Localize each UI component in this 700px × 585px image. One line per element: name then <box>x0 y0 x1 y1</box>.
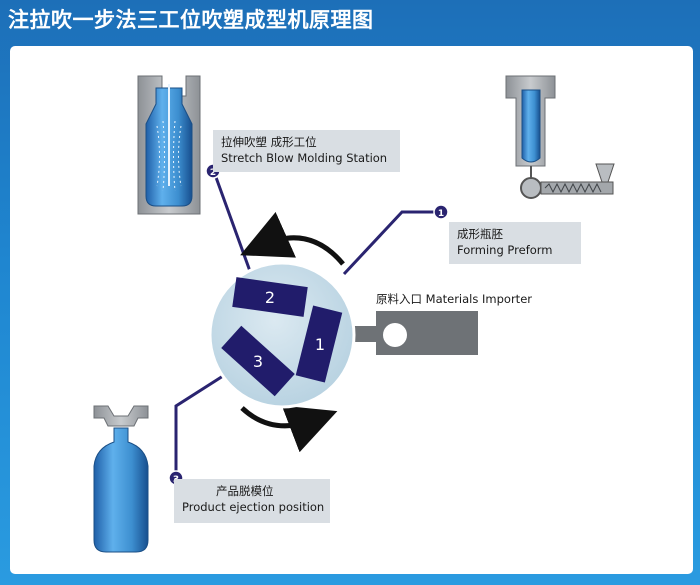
badge-1: 1 <box>433 204 449 220</box>
station-3-label-zh: 产品脱模位 <box>216 484 274 498</box>
station-3-label-en: Product ejection position <box>182 500 325 514</box>
screw-head <box>520 177 542 199</box>
hopper <box>595 163 615 183</box>
station-2-label-en: Stretch Blow Molding Station <box>221 151 388 165</box>
screw-thread <box>544 182 602 194</box>
importer-port <box>383 323 407 347</box>
leader-line-2 <box>211 168 253 275</box>
injection-mold-illustration <box>505 75 615 199</box>
slot-1: 1 <box>295 305 343 383</box>
leader-line-1 <box>342 210 436 276</box>
slot-3-number: 3 <box>253 352 263 371</box>
preform <box>521 89 541 163</box>
air-flow-lines <box>156 120 182 192</box>
station-1-label: 成形瓶胚 Forming Preform <box>449 222 581 264</box>
station-3-label: 产品脱模位 Product ejection position <box>174 479 330 523</box>
finished-bottle <box>93 427 149 553</box>
page-title: 注拉吹一步法三工位吹塑成型机原理图 <box>8 8 374 32</box>
station-1-label-en: Forming Preform <box>457 243 553 257</box>
materials-importer-label: 原料入口 Materials Importer <box>376 292 532 306</box>
station-2-label-zh: 拉伸吹塑 成形工位 <box>221 135 317 149</box>
importer-connector <box>350 326 380 342</box>
station-2-label: 拉伸吹塑 成形工位 Stretch Blow Molding Station <box>213 130 400 172</box>
slot-1-number: 1 <box>315 335 325 354</box>
blow-mold-illustration <box>137 75 201 215</box>
ejection-gripper <box>93 405 149 427</box>
station-1-label-zh: 成形瓶胚 <box>457 227 503 241</box>
screw-barrel <box>540 181 614 195</box>
diagram-panel: 2 1 3 2 1 3 拉伸吹塑 成形工位 Stretch Blow Moldi… <box>10 46 693 574</box>
rotation-arrow-bottom <box>240 405 338 453</box>
diagram-canvas: 2 1 3 2 1 3 <box>93 75 615 553</box>
leader-line-3 <box>174 374 224 474</box>
slot-2: 2 <box>232 277 308 317</box>
slot-2-number: 2 <box>265 288 275 307</box>
ejected-bottle-illustration <box>93 405 149 553</box>
badge-2-number: 2 <box>210 168 216 178</box>
rotation-arrow-top <box>240 211 345 266</box>
badge-1-number: 1 <box>438 209 444 219</box>
slot-3: 3 <box>221 325 295 397</box>
